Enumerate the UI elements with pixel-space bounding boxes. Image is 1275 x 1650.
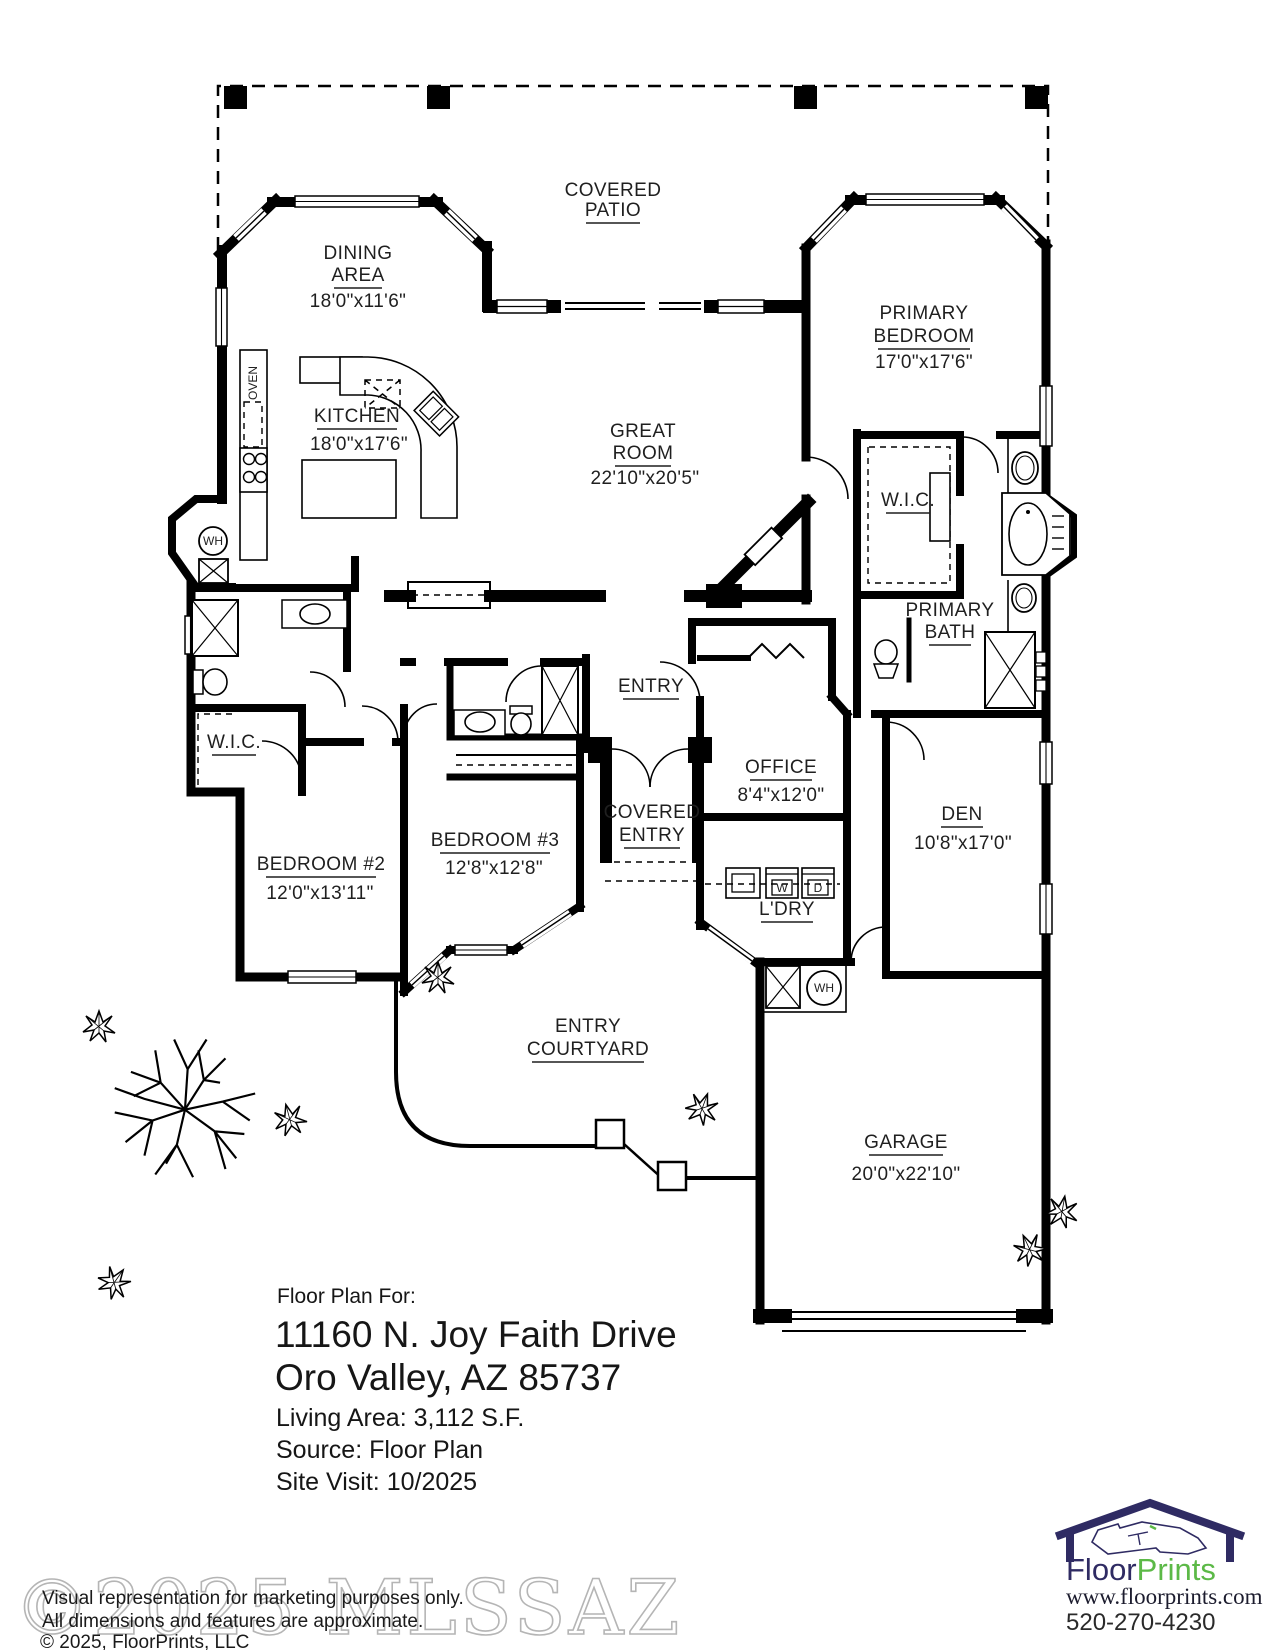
label-covered-entry-2: ENTRY: [619, 825, 685, 846]
label-dryer: D: [814, 881, 823, 895]
label-dining-1: DINING: [324, 243, 393, 264]
label-office-dims: 8'4"x12'0": [737, 785, 824, 806]
wh-label-1: WH: [203, 534, 223, 548]
label-great-room-dims: 22'10"x20'5": [590, 468, 699, 489]
label-kitchen: KITCHEN: [314, 406, 400, 427]
kitchen-sink: [413, 390, 460, 437]
gate-pillar: [656, 1160, 688, 1192]
label-bedroom3: BEDROOM #3: [431, 830, 560, 851]
info-address1: 11160 N. Joy Faith Drive: [275, 1314, 677, 1355]
label-garage: GARAGE: [864, 1132, 948, 1153]
wh-label-2: WH: [814, 981, 834, 995]
info-source: Source: Floor Plan: [276, 1436, 483, 1464]
label-bedroom2-dims: 12'0"x13'11": [266, 883, 374, 904]
toilet: [192, 669, 204, 695]
brand-prints: Prints: [1137, 1552, 1216, 1587]
floorprints-logo: FloorPrints www.floorprints.com 520-270-…: [1054, 1498, 1263, 1636]
label-washer: W: [776, 881, 788, 895]
label-dining-dims: 18'0"x11'6": [310, 291, 407, 312]
patio-post: [1025, 86, 1048, 109]
label-primary-bath-2: BATH: [925, 622, 976, 643]
room-labels: COVERED PATIO DINING AREA 18'0"x11'6" KI…: [207, 180, 1012, 1185]
label-primary-bedroom-2: BEDROOM: [874, 326, 975, 347]
label-primary-wic: W.I.C.: [881, 490, 935, 511]
disclaimer-line2: All dimensions and features are approxim…: [42, 1611, 423, 1632]
mls-watermark: ©2025 MLSSAZ: [14, 1563, 682, 1650]
gate-pillar: [594, 1118, 626, 1150]
label-covered-entry-1: COVERED: [604, 802, 701, 823]
info-site-visit: Site Visit: 10/2025: [276, 1468, 477, 1496]
kitchen-island: [301, 459, 397, 519]
label-laundry: L'DRY: [759, 899, 815, 920]
label-den-dims: 10'8"x17'0": [914, 833, 1012, 854]
logo-phone: 520-270-4230: [1066, 1609, 1215, 1636]
label-oven: OVEN: [246, 366, 260, 400]
fixture-group: WH: [191, 435, 1071, 1013]
courtyard: [394, 981, 760, 1192]
floorprints-brand: FloorPrints: [1066, 1552, 1216, 1587]
label-covered-patio-2: PATIO: [585, 200, 641, 221]
label-great-room-2: ROOM: [613, 443, 674, 464]
label-great-room-1: GREAT: [610, 421, 676, 442]
label-primary-bath-1: PRIMARY: [905, 600, 994, 621]
label-courtyard-2: COURTYARD: [527, 1039, 649, 1060]
toilet: [874, 639, 898, 665]
patio-post: [427, 86, 450, 109]
label-bedroom2: BEDROOM #2: [257, 854, 386, 875]
label-office: OFFICE: [745, 757, 817, 778]
label-dining-2: AREA: [331, 265, 384, 286]
label-kitchen-dims: 18'0"x17'6": [310, 434, 408, 455]
tub: [1008, 502, 1048, 566]
disclaimer: Visual representation for marketing purp…: [40, 1588, 464, 1650]
patio-post: [224, 86, 247, 109]
disclaimer-line1: Visual representation for marketing purp…: [42, 1588, 464, 1609]
info-heading: Floor Plan For:: [277, 1285, 416, 1308]
label-primary-bedroom-dims: 17'0"x17'6": [875, 352, 973, 373]
interior-walls: [187, 243, 1050, 979]
disclaimer-line3: © 2025, FloorPrints, LLC: [40, 1632, 249, 1650]
label-entry: ENTRY: [618, 676, 684, 697]
logo-website: www.floorprints.com: [1066, 1584, 1263, 1609]
patio-post: [794, 86, 817, 109]
info-address2: Oro Valley, AZ 85737: [275, 1357, 621, 1398]
label-primary-bedroom-1: PRIMARY: [879, 303, 968, 324]
doors: [261, 436, 999, 963]
info-living-area: Living Area: 3,112 S.F.: [276, 1404, 524, 1432]
floorprints-logo-icon: [1054, 1498, 1246, 1562]
covered-patio-outline: [216, 84, 1050, 250]
skylight: [364, 379, 401, 409]
label-garage-dims: 20'0"x22'10": [851, 1164, 960, 1185]
brand-floor: Floor: [1066, 1552, 1137, 1587]
label-covered-patio-1: COVERED: [565, 180, 662, 201]
label-courtyard-1: ENTRY: [555, 1016, 621, 1037]
kitchen-fixtures: [239, 349, 460, 561]
label-bedroom3-dims: 12'8"x12'8": [445, 858, 543, 879]
label-wic2: W.I.C.: [207, 732, 261, 753]
info-block: Floor Plan For: 11160 N. Joy Faith Drive…: [275, 1285, 677, 1496]
label-den: DEN: [941, 804, 982, 825]
